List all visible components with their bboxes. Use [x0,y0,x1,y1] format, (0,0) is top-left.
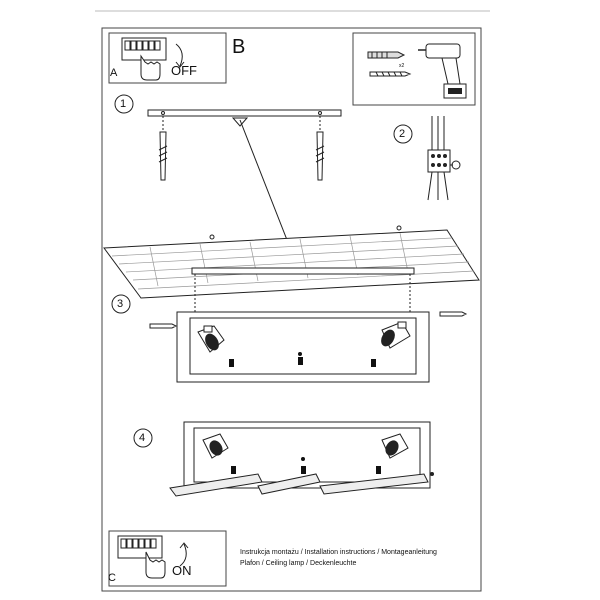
drill-icon [418,43,467,99]
panel-a [108,32,227,84]
step-3-number: 3 [117,298,124,310]
ceiling-tiles [103,225,480,299]
terminal-block [427,116,461,201]
panel-b [352,32,476,106]
step-1-number: 1 [120,98,127,110]
ground-symbol-icon [451,160,461,170]
panel-b-letter: B [232,36,246,58]
screw-right-icon [439,311,468,317]
arrow-down-icon [175,43,183,67]
footer-product: Plafon / Ceiling lamp / Deckenleuchte [240,560,357,567]
panel-c [108,530,227,587]
spotlight-right-icon [381,433,409,459]
step-4-marker [133,428,153,448]
off-label: OFF [171,63,197,78]
on-label: ON [172,563,192,578]
mounted-bracket [191,267,415,312]
lamp-body-step-4 [169,421,434,497]
hand-icon [140,54,161,81]
footer-instructions: Instrukcja montażu / Installation instru… [240,549,437,556]
step-1-marker [114,94,134,114]
screw-quantity: x2 [399,63,405,69]
spotlight-left-icon [202,433,229,459]
spotlight-right-icon [381,321,411,349]
hand-icon [145,551,166,579]
screw-left-icon [149,323,178,329]
wall-plug-icon [367,51,406,59]
panel-a-letter: A [110,67,118,79]
panel-c-letter: C [108,572,116,584]
step-2-marker [393,124,413,144]
spotlight-left-icon [197,325,225,353]
step-2-number: 2 [399,128,406,140]
mounting-bracket [147,109,342,181]
cover-panel-middle [257,473,321,495]
screw-icon [369,71,412,77]
lamp-body-step-3 [176,311,430,383]
step-3-marker [111,294,131,314]
arrow-up-icon [179,543,187,567]
cover-panel-left [169,473,263,497]
cover-panel-right [319,473,429,495]
page-frame [101,27,482,592]
step-4-number: 4 [139,432,146,444]
